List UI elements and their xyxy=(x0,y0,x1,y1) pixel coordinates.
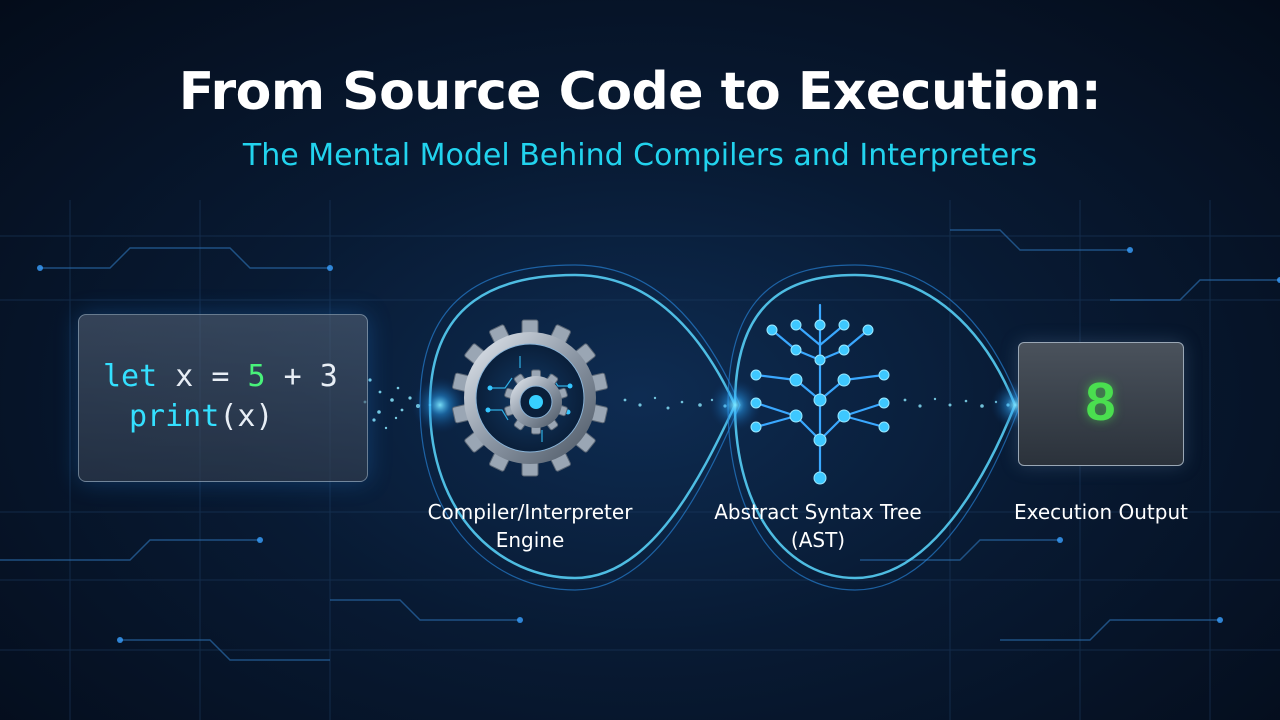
ast-label-line2: (AST) xyxy=(790,528,846,552)
engine-label: Compiler/Interpreter Engine xyxy=(418,498,642,554)
code-text: + 3 xyxy=(265,359,338,394)
engine-label-line2: Engine xyxy=(495,528,565,552)
gear-tooth xyxy=(521,461,539,477)
ast-label: Abstract Syntax Tree (AST) xyxy=(698,498,938,554)
code-text: (x) xyxy=(219,399,274,434)
output-label-line1: Execution Output xyxy=(1014,500,1188,524)
code-function: print xyxy=(129,399,220,434)
flow-loops xyxy=(419,264,1021,591)
code-line-2: print(x) xyxy=(129,399,274,434)
circuit-traces xyxy=(0,229,1280,661)
background-grid xyxy=(0,200,1280,720)
code-number: 5 xyxy=(247,359,266,394)
code-keyword: let xyxy=(103,359,158,394)
source-code-panel: let x = 5 + 3 print(x) xyxy=(78,314,368,482)
output-label: Execution Output xyxy=(990,498,1212,526)
code-text: x = xyxy=(157,359,248,394)
terminal-icon: 8 xyxy=(1018,342,1184,466)
gear-icon xyxy=(452,319,608,477)
engine-label-line1: Compiler/Interpreter xyxy=(427,500,633,524)
tree-nodes xyxy=(750,319,890,485)
code-line-1: let x = 5 + 3 xyxy=(103,359,338,394)
page-subtitle: The Mental Model Behind Compilers and In… xyxy=(242,138,1038,173)
output-value: 8 xyxy=(1085,372,1116,432)
gear-tooth xyxy=(521,319,539,335)
ast-label-line1: Abstract Syntax Tree xyxy=(714,500,922,524)
circuit-nodes xyxy=(37,247,1280,643)
page-title: From Source Code to Execution: xyxy=(178,62,1102,122)
